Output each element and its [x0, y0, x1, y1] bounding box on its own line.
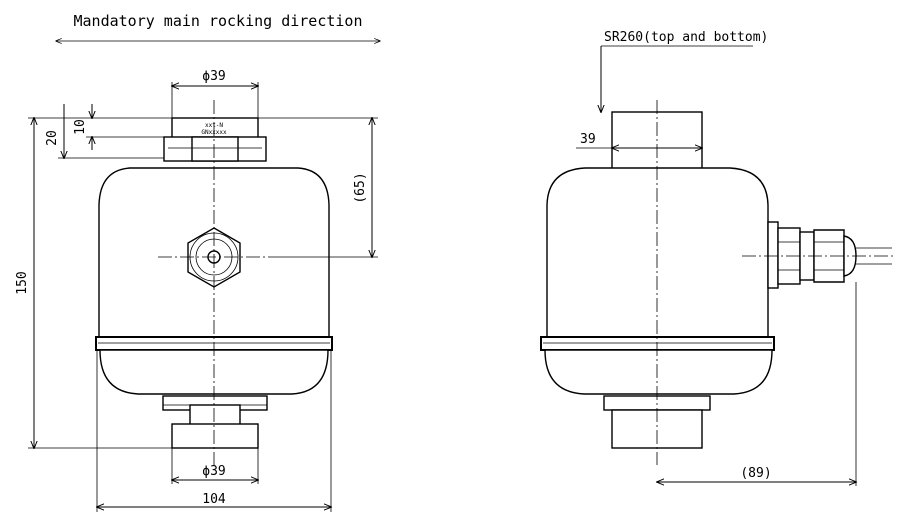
dim-89-text: (89): [740, 466, 771, 481]
side-cable-gland: [767, 221, 892, 289]
radius-note: SR260(top and bottom): [604, 30, 768, 45]
dim-20-text: 20: [45, 130, 60, 146]
dim-104-text: 104: [202, 492, 226, 507]
side-band: [540, 336, 775, 351]
gland-base: [767, 221, 779, 289]
front-view: xxt-N GNxxxxx: [95, 100, 333, 465]
dim-150-text: 150: [15, 271, 30, 294]
side-upper-body: [546, 167, 769, 339]
front-top-hex: [191, 136, 239, 162]
side-lower-body: [544, 349, 773, 395]
front-bottom-connector: [171, 423, 259, 449]
dim-side39-text: 39: [580, 132, 596, 147]
dim-65-text: (65): [353, 172, 368, 203]
rocking-direction-title: Mandatory main rocking direction: [74, 12, 363, 30]
side-view: [540, 100, 896, 465]
dim-bottom-diameter: ϕ39: [202, 464, 225, 479]
side-dimensions: SR260(top and bottom) 39 (89): [576, 30, 856, 486]
dim-top-diameter: ϕ39: [202, 69, 225, 84]
dim-10-text: 10: [73, 119, 88, 135]
rocking-direction-annotation: Mandatory main rocking direction: [56, 12, 380, 41]
gland-cap: [813, 229, 845, 283]
front-dimensions: ϕ39 20 10 (65) 150 ϕ39 104: [15, 69, 378, 512]
